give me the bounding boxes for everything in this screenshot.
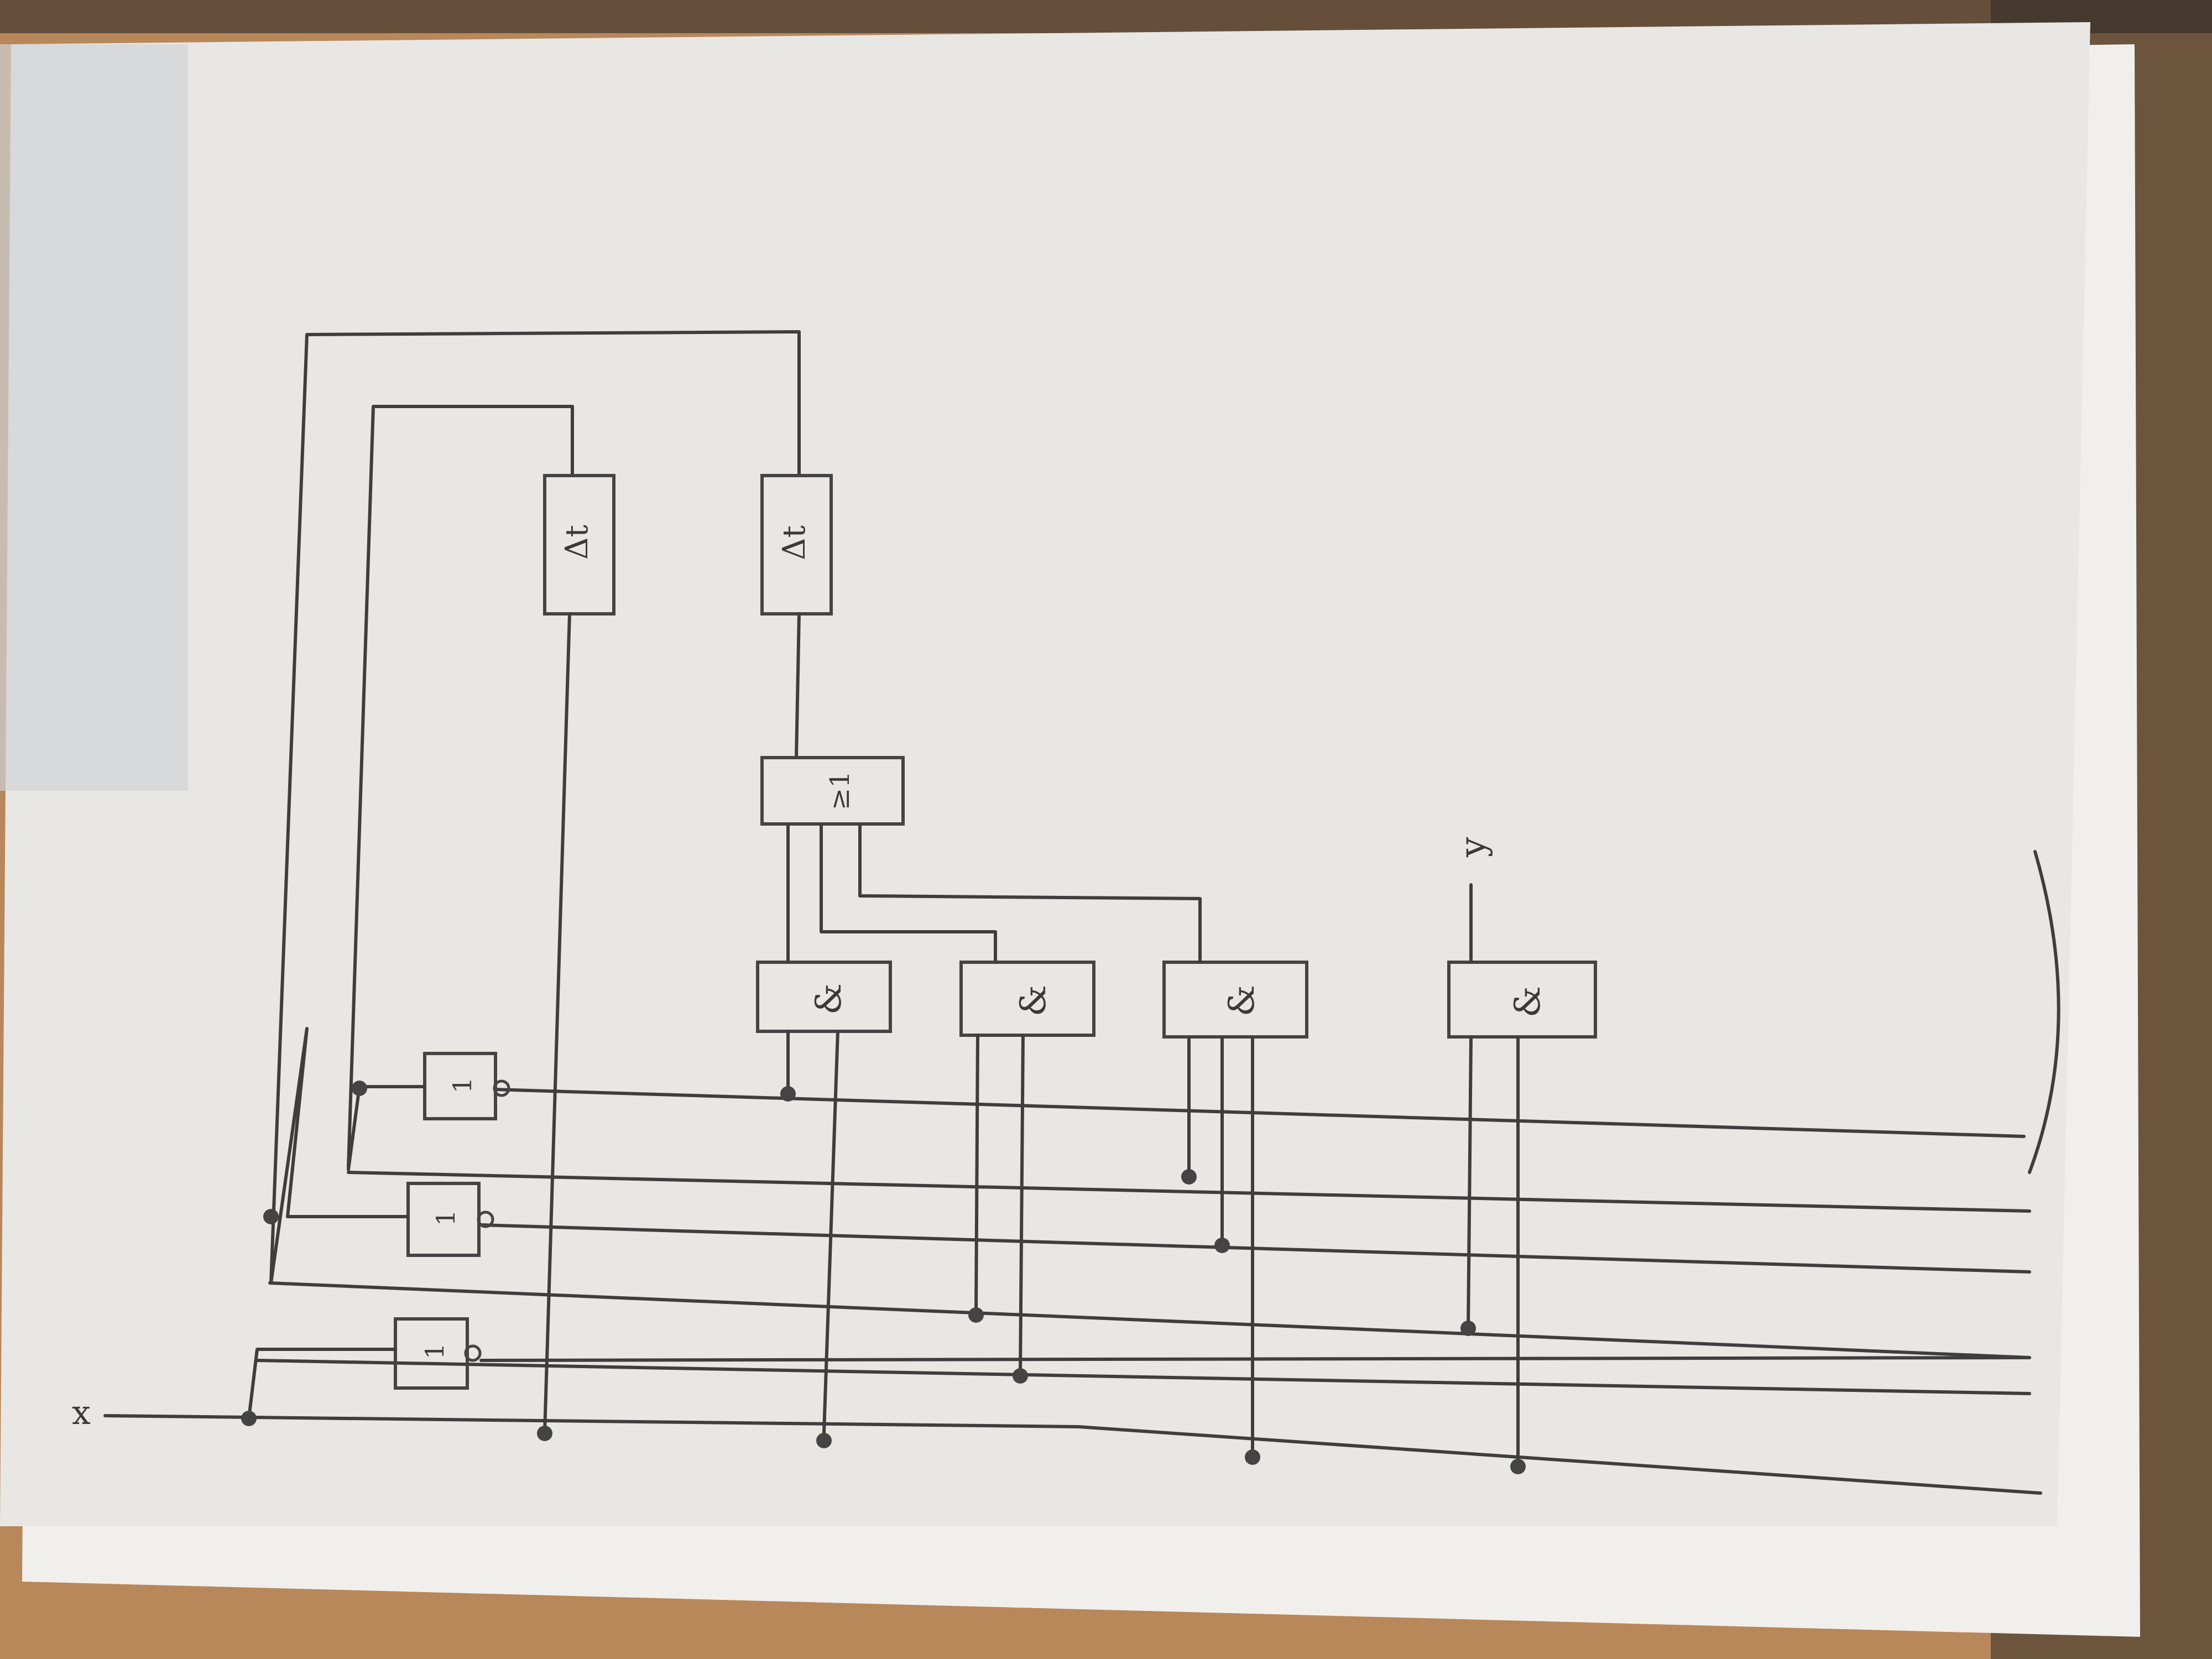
junction-dot	[780, 1086, 796, 1102]
output-label-y: y	[1453, 837, 1494, 858]
rail-c	[478, 1223, 2031, 1274]
junction-dot	[1245, 1449, 1260, 1465]
and-gate-3: &	[1162, 961, 1308, 1039]
and-gate-3-symbol: &	[1222, 985, 1262, 1016]
paper-shade	[0, 44, 188, 791]
and-gate-3-box	[1162, 961, 1308, 1039]
inverter-3-symbol: 1	[447, 1077, 477, 1093]
delay-block-1-box	[543, 474, 615, 615]
delay-block-1-symbol: Δt	[559, 525, 595, 560]
rail-d	[347, 1171, 2031, 1213]
wire-delay-2-to-compare	[795, 612, 801, 759]
inverter-1: 1	[394, 1317, 482, 1390]
and-gate-output: &	[1447, 961, 1597, 1039]
comparator-block: ≥1	[760, 756, 905, 826]
wire-and-1-in-b	[822, 1030, 839, 1434]
paper-sheet	[0, 22, 2090, 1526]
and-gate-output-symbol: &	[1507, 986, 1548, 1018]
rail-e	[493, 1088, 2026, 1138]
junction-dot	[352, 1081, 367, 1096]
wire-inner-loop	[347, 405, 574, 1168]
wire-and-out-in-a	[1467, 1035, 1473, 1329]
rail-a	[255, 1359, 2031, 1395]
junction-dot	[1181, 1169, 1197, 1185]
rail-a-out	[479, 1356, 2031, 1362]
inverter-3-bubble	[493, 1079, 510, 1097]
signal-rails	[103, 1088, 2042, 1495]
comparator-symbol: ≥1	[825, 771, 855, 810]
junction-dot	[1460, 1321, 1476, 1336]
and-gate-2-symbol: &	[1013, 985, 1054, 1016]
rail-x	[103, 1414, 2042, 1495]
and-gate-1-box	[756, 961, 892, 1033]
wire-compare-to-and-2	[820, 822, 997, 964]
junction-dot	[1510, 1459, 1526, 1474]
wire-and-2-in-b	[1019, 1034, 1025, 1376]
wire-x-to-inverter-1	[247, 1348, 397, 1420]
junction-dot	[263, 1209, 279, 1224]
inverter-2-symbol: 1	[431, 1210, 461, 1226]
wire-outer-loop	[269, 330, 801, 1285]
delay-block-2-box	[760, 474, 833, 615]
delay-block-2: Δt	[760, 474, 833, 615]
junction-dot	[241, 1411, 257, 1426]
inverter-2-bubble	[477, 1211, 494, 1228]
inverter-1-box	[394, 1317, 469, 1390]
junction-dot	[816, 1433, 832, 1448]
junction-dots	[241, 1081, 1526, 1474]
delay-block-1: Δt	[543, 474, 615, 615]
delay-block-2-symbol: Δt	[776, 525, 812, 560]
circuit-diagram: x 1 1 1 Δt Δt	[72, 330, 2060, 1495]
junction-dot	[968, 1307, 984, 1323]
junction-dot	[1214, 1238, 1230, 1253]
inverter-1-symbol: 1	[420, 1343, 450, 1359]
and-gate-1: &	[756, 961, 892, 1033]
right-brace	[2028, 850, 2060, 1174]
rail-b	[268, 1281, 2031, 1359]
wire-compare-to-and-3	[858, 822, 1202, 964]
wire-and-2-in-a	[974, 1034, 979, 1315]
wire-loop-inverter-2	[269, 1027, 410, 1285]
inverter-2: 1	[406, 1182, 494, 1257]
inverter-1-bubble	[464, 1344, 482, 1362]
wire-delay-1-to-x	[543, 612, 571, 1434]
input-label-x: x	[72, 1394, 91, 1432]
and-gate-2: &	[959, 961, 1095, 1037]
comparator-box	[760, 756, 905, 826]
and-gate-output-box	[1447, 961, 1597, 1039]
junction-dot	[1013, 1368, 1028, 1384]
junction-dot	[537, 1426, 552, 1441]
and-gate-1-symbol: &	[808, 983, 849, 1015]
and-gate-2-box	[959, 961, 1095, 1037]
